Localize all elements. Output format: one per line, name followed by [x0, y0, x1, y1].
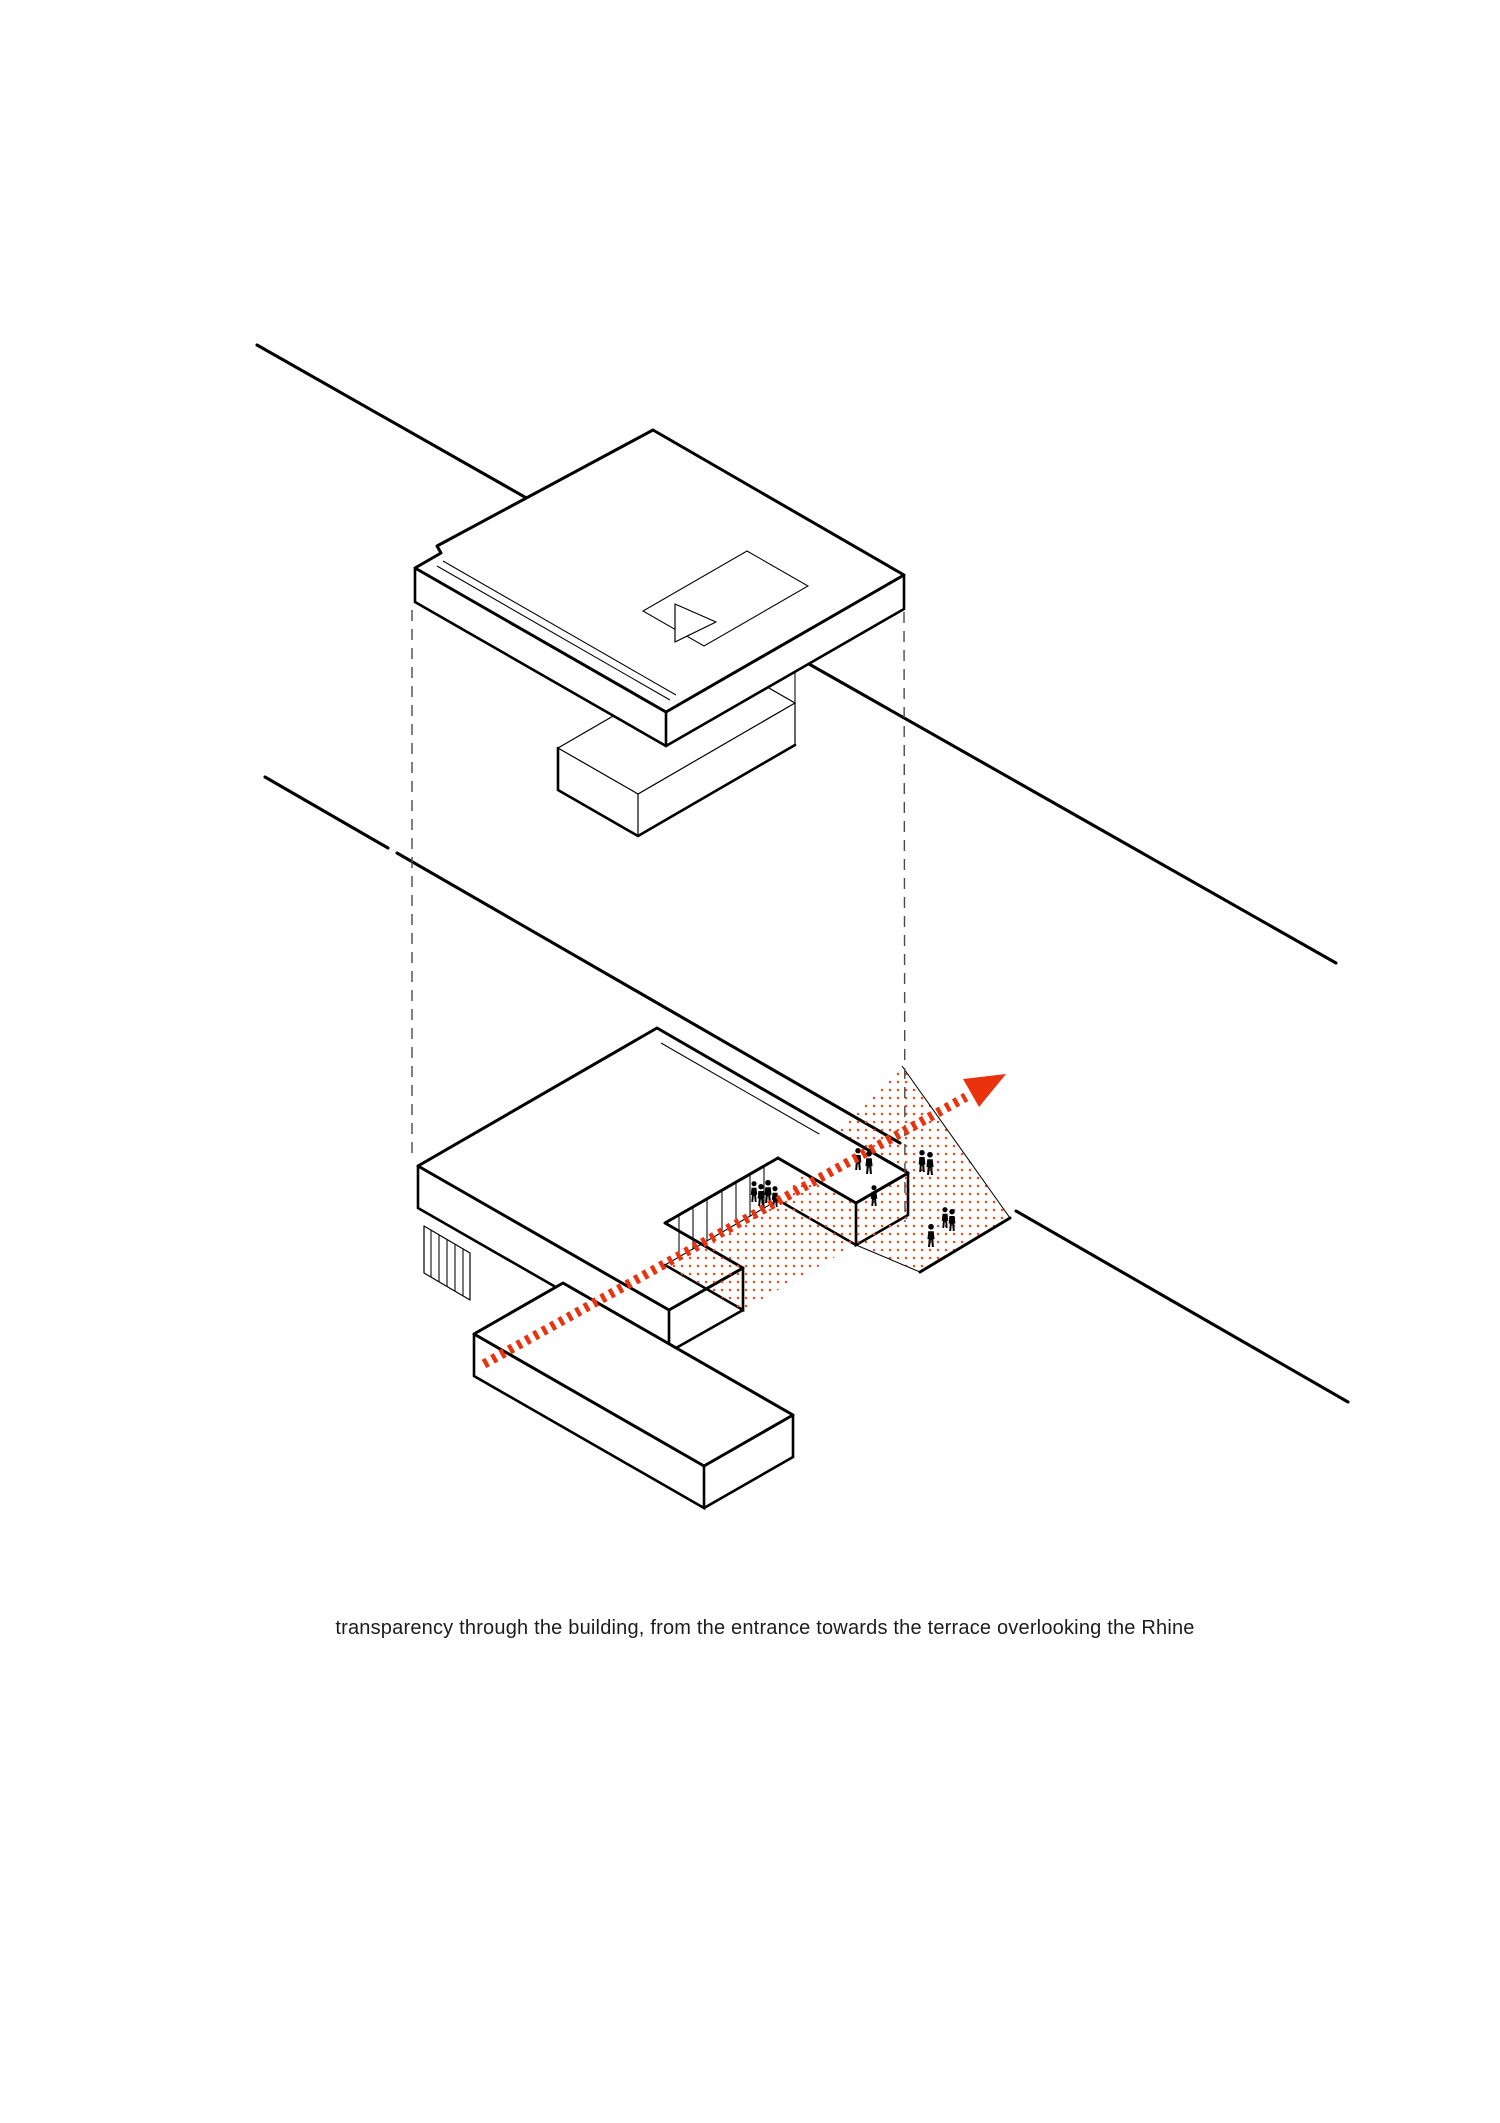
- arrow-head-icon: [963, 1074, 1006, 1107]
- site-line-upper-right: [807, 662, 1338, 965]
- site-line-lower-left: [263, 775, 390, 850]
- transparency-arrow: [481, 1074, 1006, 1369]
- caption: transparency through the building, from …: [335, 1617, 1195, 1639]
- terrace-edge: [918, 1216, 1012, 1274]
- roof-volume: [413, 428, 906, 838]
- projection-line-right: [903, 611, 906, 1223]
- site-line-lower-mid: [395, 851, 902, 1145]
- passage-dots: [665, 1200, 856, 1310]
- colonnade-glazing: [423, 1225, 471, 1301]
- site-line-lower-right: [1014, 1209, 1350, 1404]
- site-line-upper-left: [255, 343, 532, 502]
- roof-parapet-line: [442, 560, 677, 696]
- site-lines: [255, 343, 1350, 1404]
- roof-notch: [641, 550, 810, 647]
- projection-lines: [411, 610, 906, 1223]
- roof-main-slab: [413, 428, 906, 748]
- ground-slab-top: [418, 1028, 908, 1310]
